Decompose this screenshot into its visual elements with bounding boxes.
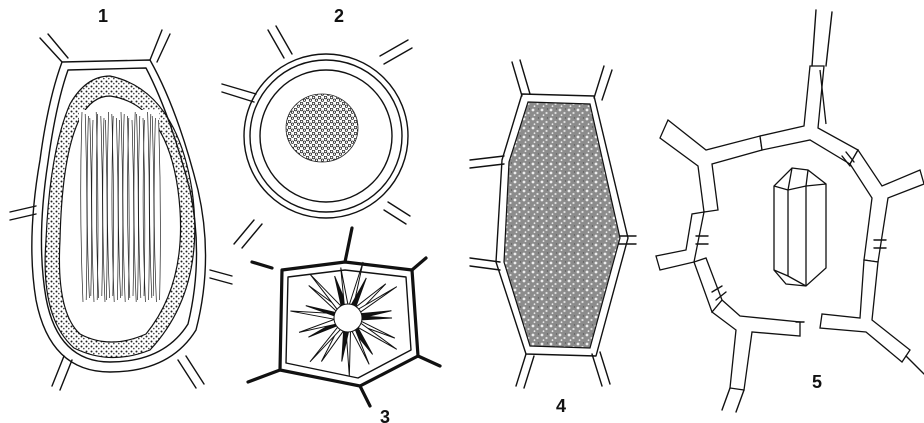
druse-core <box>334 304 362 332</box>
label-3: 3 <box>380 407 390 423</box>
cell-2-granular-inclusion <box>222 26 412 248</box>
granular-cluster <box>286 94 358 162</box>
cell-5-prismatic-crystal <box>656 10 924 412</box>
druse-facet <box>310 326 342 362</box>
label-4: 4 <box>556 396 566 416</box>
label-1: 1 <box>98 6 108 26</box>
cell-4-dense-contents <box>470 60 636 388</box>
druse <box>290 262 396 376</box>
cell-1-raphides <box>10 30 232 390</box>
druse-facet <box>299 319 337 333</box>
prism-crystal <box>774 168 826 286</box>
label-5: 5 <box>812 372 822 392</box>
druse-facet <box>310 274 342 311</box>
dense-cytoplasm <box>504 102 620 348</box>
label-2: 2 <box>334 6 344 26</box>
raphide-bundle <box>79 110 160 306</box>
cell-3-druse-crystal <box>248 228 440 406</box>
